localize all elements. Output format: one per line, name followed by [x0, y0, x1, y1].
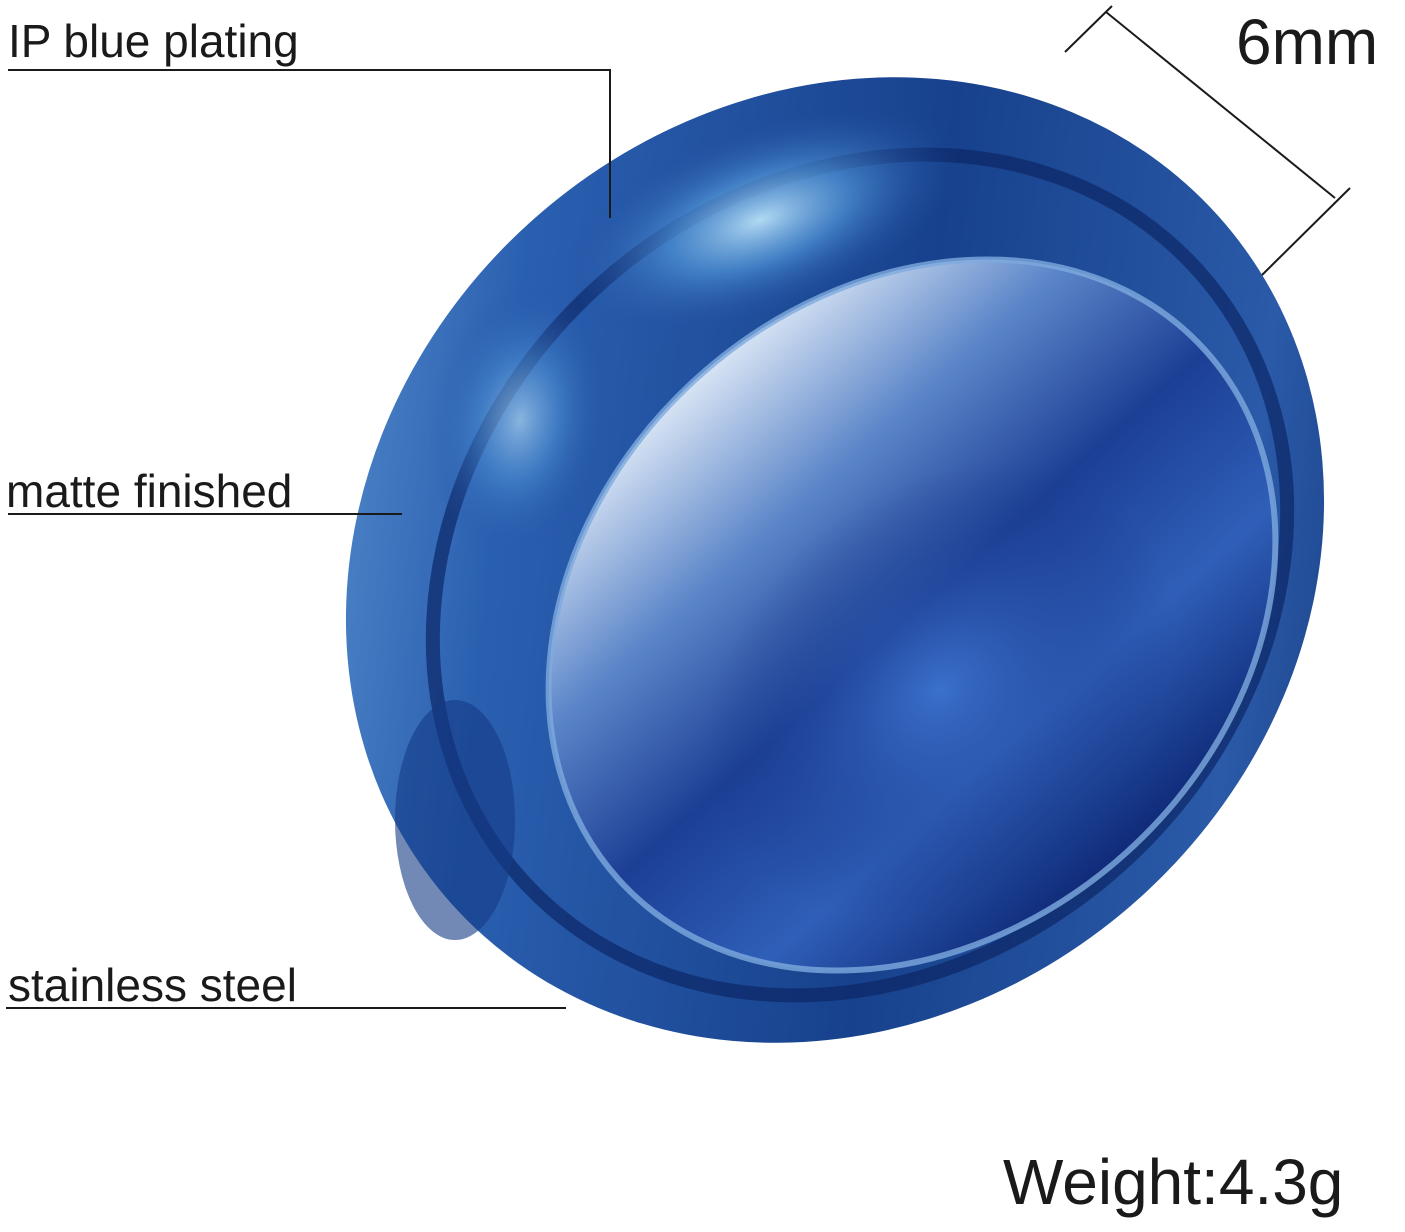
plating-label: IP blue plating	[8, 15, 299, 67]
ring-left-highlight	[428, 281, 612, 559]
finish-label: matte finished	[6, 465, 293, 517]
width-dimension-marker	[1064, 5, 1351, 276]
material-label: stainless steel	[8, 959, 297, 1011]
ring-lower-shadow	[395, 700, 515, 940]
ring-top-highlight	[560, 105, 960, 335]
plating-leader-line	[8, 69, 611, 218]
ring-inner-glow	[704, 461, 1176, 919]
weight-label: Weight:4.3g	[1003, 1146, 1344, 1218]
callout-leaders	[6, 69, 611, 1009]
ring-inner-rim	[545, 256, 1279, 974]
width-label: 6mm	[1236, 6, 1379, 78]
